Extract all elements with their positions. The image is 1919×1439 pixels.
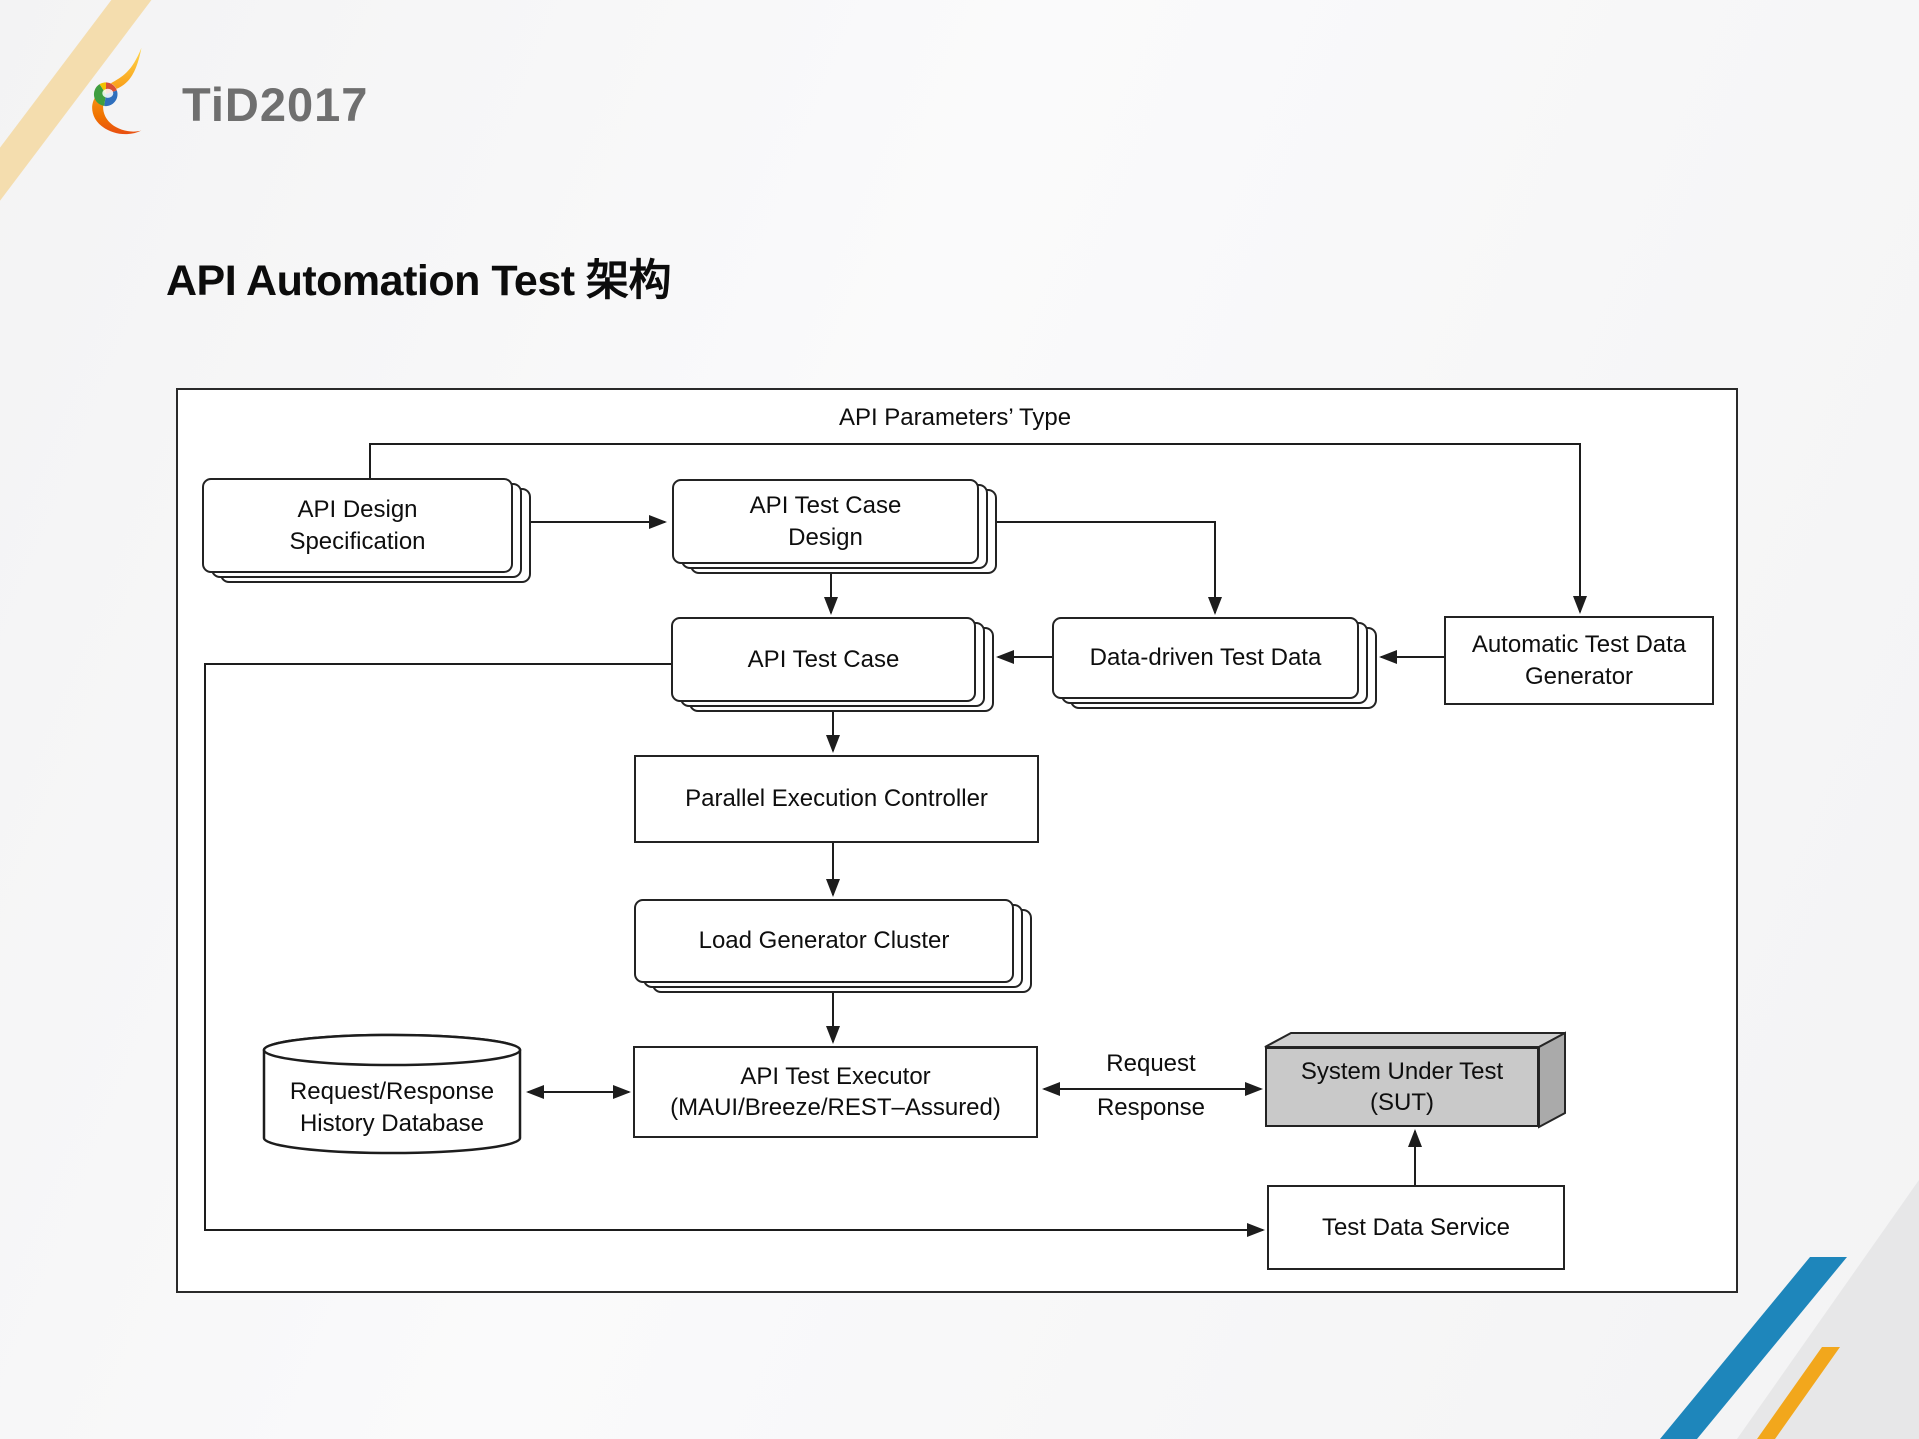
node-label-line: (MAUI/Breeze/REST–Assured)	[670, 1094, 1001, 1121]
node-label-line: Request/Response	[289, 1077, 495, 1105]
node-api-test-executor: API Test Executor (MAUI/Breeze/REST–Assu…	[633, 1046, 1038, 1138]
request-edge-label: Request	[1106, 1050, 1196, 1077]
response-edge-label: Response	[1096, 1094, 1206, 1121]
node-data-driven-test-data: Data-driven Test Data	[1052, 617, 1359, 699]
node-label-line: Design	[788, 523, 863, 551]
node-label-line: Automatic Test Data	[1471, 631, 1687, 659]
orange-stripe-decoration	[1757, 1347, 1840, 1439]
node-request-response-history-database: Request/Response History Database	[262, 1033, 522, 1155]
node-label-line: Data-driven Test Data	[1089, 644, 1322, 672]
sut-side-face	[1538, 1031, 1566, 1129]
node-system-under-test: System Under Test (SUT)	[1265, 1047, 1539, 1127]
api-parameters-type-label: API Parameters’ Type	[838, 404, 1072, 431]
node-label-line: API Test Executor	[740, 1062, 931, 1090]
node-label-line: History Database	[299, 1110, 485, 1137]
gray-band-decoration	[1737, 1180, 1919, 1439]
database-cylinder-icon	[262, 1033, 522, 1155]
node-label-line: Generator	[1524, 662, 1634, 690]
node-api-design-specification: API Design Specification	[202, 478, 513, 573]
node-automatic-test-data-generator: Automatic Test Data Generator	[1444, 616, 1714, 705]
edge-api-test-case-to-test-data-service	[204, 663, 1265, 1237]
edge-api-parameters-type-feedback	[369, 443, 1587, 614]
connector-lines	[204, 443, 1587, 1237]
node-label-line: Load Generator Cluster	[698, 927, 950, 955]
sut-top-face	[1264, 1032, 1566, 1048]
logo: TiD2017	[76, 44, 368, 148]
node-test-data-service: Test Data Service	[1267, 1185, 1565, 1270]
node-label-line: API Design	[297, 496, 418, 524]
node-parallel-execution-controller: Parallel Execution Controller	[634, 755, 1039, 843]
node-label-line: Specification	[289, 527, 426, 555]
node-label-line: Parallel Execution Controller	[685, 785, 988, 813]
edge-test-case-design-to-data-driven	[990, 521, 1222, 615]
node-label-line: System Under Test	[1300, 1057, 1504, 1085]
brand-name: TiD2017	[182, 77, 369, 131]
node-label-line: API Test Case	[749, 492, 902, 520]
node-load-generator-cluster: Load Generator Cluster	[634, 899, 1014, 983]
tid-flame-logo-icon	[92, 47, 142, 135]
node-api-test-case: API Test Case	[671, 617, 976, 702]
diagram-frame: API Parameters’ Type API Design Specific…	[176, 388, 1738, 1293]
node-api-test-case-design: API Test Case Design	[672, 479, 979, 564]
node-label-line: (SUT)	[1370, 1089, 1434, 1116]
node-label-line: Test Data Service	[1321, 1213, 1511, 1241]
page-title: API Automation Test 架构	[166, 257, 672, 305]
node-label-line: API Test Case	[747, 645, 900, 673]
